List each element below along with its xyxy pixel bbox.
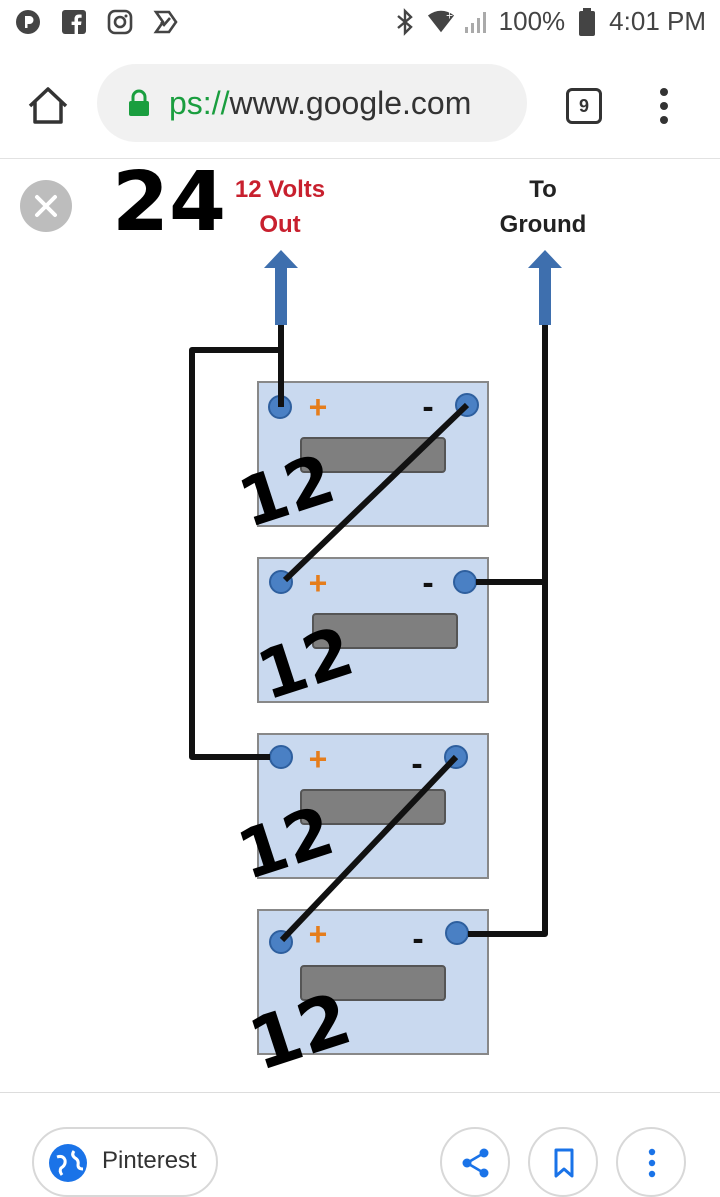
tab-switcher-button[interactable]: 9	[566, 88, 602, 124]
status-notification-icons	[14, 8, 180, 36]
volts-label-line2: Out	[259, 211, 300, 238]
battery-1-minus: -	[422, 388, 433, 426]
battery-percent: 100%	[498, 6, 566, 36]
more-vert-icon	[660, 88, 668, 124]
battery-2-minus: -	[422, 564, 433, 602]
share-icon	[462, 1148, 489, 1178]
battery-1-plus: +	[309, 389, 328, 425]
overflow-menu-button[interactable]	[648, 82, 680, 130]
wifi-icon: +	[427, 8, 455, 36]
facebook-icon	[60, 8, 88, 36]
bookmark-icon	[554, 1148, 574, 1178]
more-vert-icon	[648, 1148, 656, 1178]
svg-text:+: +	[445, 10, 453, 21]
battery-icon	[573, 7, 601, 36]
url-text: ps://www.google.com	[169, 85, 471, 122]
pandora-icon	[14, 8, 42, 36]
ground-label-line1: To	[529, 176, 557, 203]
ground-label-line2: Ground	[500, 211, 587, 238]
battery-4-minus: -	[412, 920, 423, 958]
url-host: www.google.com	[229, 85, 472, 121]
home-button[interactable]	[24, 82, 72, 130]
lock-icon	[129, 89, 149, 116]
signal-icon	[463, 8, 491, 36]
home-icon	[28, 87, 68, 124]
url-bar[interactable]: ps://www.google.com	[97, 64, 527, 142]
battery-2-plus: +	[309, 565, 328, 601]
battery-3: + -	[257, 733, 489, 879]
status-bar: + 100% 4:01 PM	[0, 0, 720, 50]
close-image-button[interactable]	[20, 180, 72, 232]
bottom-action-bar: Pinterest	[0, 1092, 720, 1197]
status-time: 4:01 PM	[609, 6, 706, 36]
battery-2: + -	[257, 557, 489, 703]
battery-4-plus: +	[309, 916, 328, 952]
battery-4: + -	[257, 909, 489, 1055]
ground-arrow	[528, 250, 562, 325]
close-icon	[35, 195, 57, 217]
url-scheme: ps://	[169, 85, 230, 121]
source-label: Pinterest	[102, 1147, 197, 1174]
more-options-button[interactable]	[616, 1127, 686, 1197]
wiring	[189, 325, 548, 943]
instagram-icon	[106, 8, 134, 36]
image-viewer: 12 Volts Out To Ground + - + -	[0, 160, 720, 1090]
browser-toolbar: ps://www.google.com 9	[0, 50, 720, 159]
tasks-icon	[152, 8, 180, 36]
battery-wiring-diagram: 12 Volts Out To Ground + - + -	[112, 160, 587, 1087]
bluetooth-icon	[391, 7, 419, 36]
battery-3-plus: +	[309, 741, 328, 777]
status-system-icons: + 100% 4:01 PM	[391, 6, 706, 37]
source-chip[interactable]: Pinterest	[32, 1127, 218, 1197]
volts-out-arrow	[264, 250, 298, 325]
volts-label-line1: 12 Volts	[235, 176, 325, 203]
save-button[interactable]	[528, 1127, 598, 1197]
handwritten-24: 24	[112, 160, 226, 250]
share-button[interactable]	[440, 1127, 510, 1197]
globe-icon	[49, 1144, 87, 1182]
battery-3-minus: -	[411, 745, 422, 783]
